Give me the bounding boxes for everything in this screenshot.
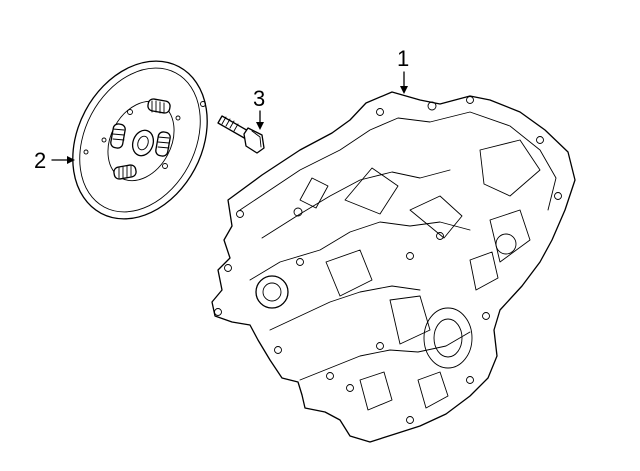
bolt[interactable] [217, 115, 265, 154]
callout-2-arrow-icon [67, 156, 75, 164]
damper-spring-bottom [113, 164, 137, 180]
callout-3: 3 [253, 86, 265, 130]
damper-spring-left [110, 123, 126, 149]
callout-1: 1 [397, 46, 409, 94]
transmission-case[interactable] [211, 91, 576, 443]
drive-plate[interactable] [46, 38, 233, 243]
callout-3-label: 3 [253, 86, 265, 111]
callout-2-label: 2 [34, 148, 46, 173]
damper-spring-top [147, 98, 171, 114]
damper-spring-right [155, 131, 171, 157]
callout-1-arrow-icon [400, 86, 408, 94]
callout-3-arrow-icon [256, 122, 264, 130]
callout-1-label: 1 [397, 46, 409, 71]
callout-2: 2 [34, 148, 75, 173]
